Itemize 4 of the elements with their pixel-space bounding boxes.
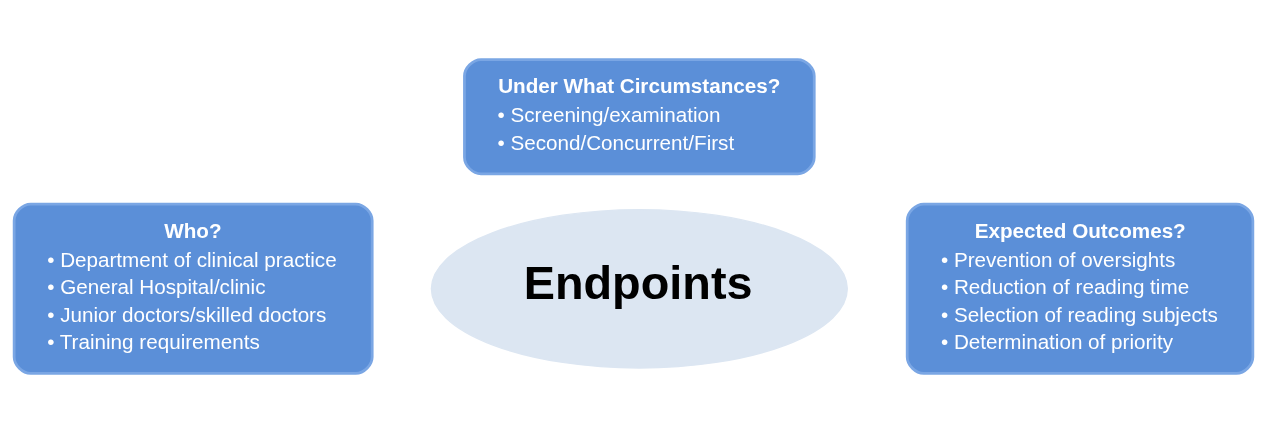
node-ellipse: Endpoints [430,208,848,369]
node-box: Expected Outcomes? • Prevention of oversights • Reduction of reading time • Selection of reading subjects • Determination of priority [905,202,1255,375]
node-box: Under What Circumstances? • Screening/examination • Second/Concurrent/First [463,58,816,176]
node-box: Who? • Department of clinical practice • General Hospital/clinic • Junior doctors/skilled doctors • Training requirements [12,202,374,375]
